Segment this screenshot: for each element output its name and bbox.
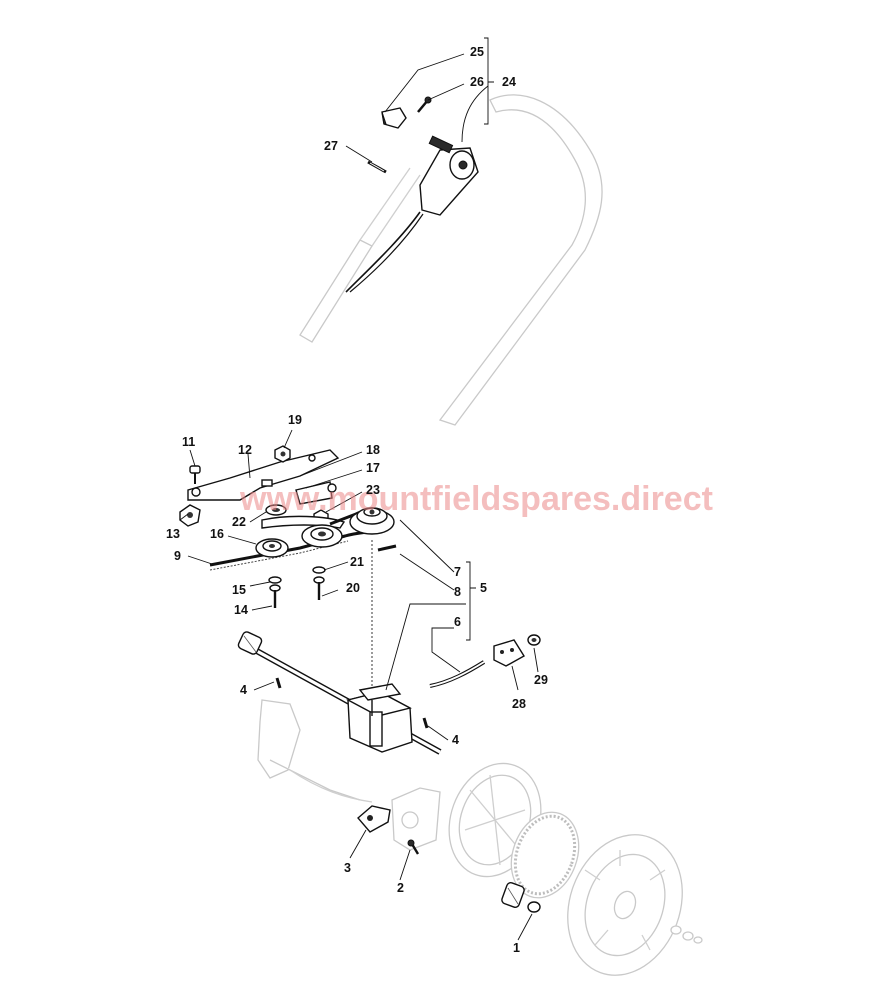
bolt-20: [313, 576, 325, 600]
control-lever-assembly: [345, 135, 479, 293]
callout-22: 22: [232, 515, 246, 529]
bracket-28: [493, 639, 525, 667]
gearbox: [346, 683, 413, 753]
ring-gear: [510, 811, 580, 899]
callout-19: 19: [288, 413, 302, 427]
clip-part: [381, 107, 407, 129]
callout-25: 25: [470, 45, 484, 59]
pulley-7: [349, 507, 395, 535]
callout-26: 26: [470, 75, 484, 89]
bolt-11: [189, 465, 201, 484]
callout-4-left: 4: [240, 683, 247, 697]
callout-2: 2: [397, 881, 404, 895]
callout-15: 15: [232, 583, 246, 597]
callout-16: 16: [210, 527, 224, 541]
callout-9: 9: [174, 549, 181, 563]
circlip-1: [527, 901, 541, 913]
washer-21: [312, 566, 326, 574]
wheel-fasteners: [670, 925, 703, 944]
callout-20: 20: [346, 581, 360, 595]
washer-15: [268, 576, 282, 584]
rear-wheel: [567, 834, 683, 976]
pin-4-right: [422, 717, 429, 729]
pulley-16: [255, 538, 289, 558]
callout-28: 28: [512, 697, 526, 711]
callout-1: 1: [513, 941, 520, 955]
callout-23: 23: [366, 483, 380, 497]
callout-11: 11: [182, 435, 195, 449]
bolt-14: [269, 584, 281, 608]
small-pinion-1: [501, 882, 525, 908]
key-8: [377, 544, 397, 552]
callout-3: 3: [344, 861, 351, 875]
pinion-gear-left: [237, 631, 263, 655]
callout-17: 17: [366, 461, 380, 475]
rear-deck-ghost: [257, 699, 373, 803]
callout-labels: 25 26 24 27 19 11 12 18 17 23 13 22 16 9…: [166, 45, 548, 955]
callout-4-right: 4: [452, 733, 459, 747]
callout-6: 6: [454, 615, 461, 629]
nut-19: [274, 445, 291, 463]
callout-29: 29: [534, 673, 548, 687]
handle-bar: [299, 94, 603, 426]
callout-24: 24: [502, 75, 516, 89]
engagement-lever: [429, 660, 486, 688]
height-adjuster: [391, 787, 441, 851]
callout-14: 14: [234, 603, 248, 617]
bracket-plate: [187, 449, 340, 501]
callout-5: 5: [480, 581, 487, 595]
pin-27: [367, 160, 387, 174]
pin-4-left: [275, 677, 282, 689]
callout-13: 13: [166, 527, 180, 541]
callout-27: 27: [324, 139, 338, 153]
callout-21: 21: [350, 555, 364, 569]
callout-8: 8: [454, 585, 461, 599]
leader-lines: [179, 37, 539, 941]
nut-29: [527, 634, 541, 646]
bracket-3: [357, 805, 391, 833]
tensioner-bracket: [295, 481, 337, 505]
callout-12: 12: [238, 443, 252, 457]
callout-7: 7: [454, 565, 461, 579]
nut-13: [179, 504, 201, 527]
screw-2: [407, 839, 420, 855]
pulley-middle: [301, 524, 343, 548]
callout-18: 18: [366, 443, 380, 457]
watermark-text: www.mountfieldspares.direct: [239, 480, 713, 518]
washer-22: [265, 504, 287, 516]
